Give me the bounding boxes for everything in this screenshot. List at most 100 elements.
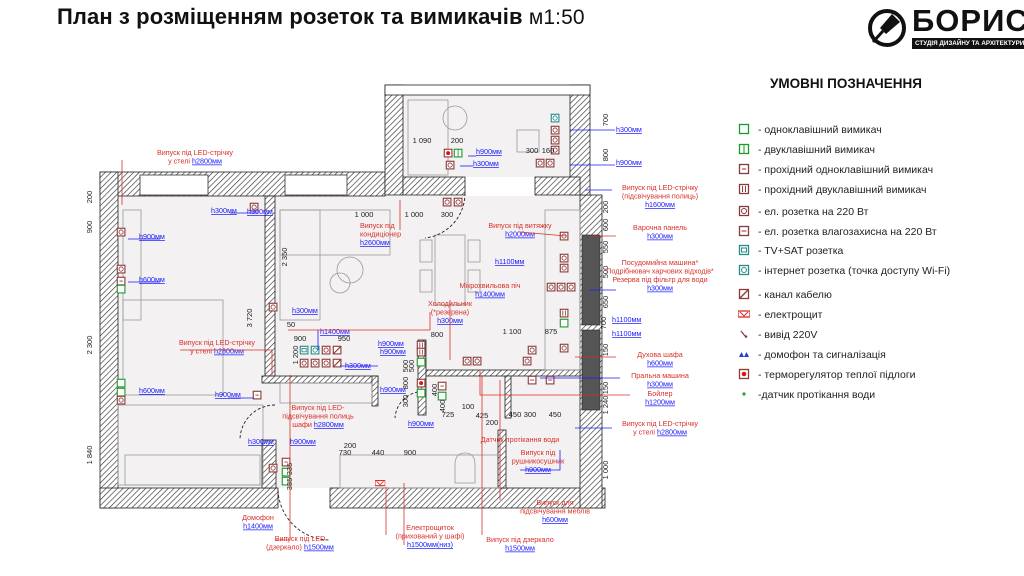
annotation-label: h300мм — [473, 159, 499, 168]
dimension-label: 1 200 — [291, 346, 300, 365]
annotation-line: h600мм — [647, 359, 673, 368]
annotation-line: Бойлер — [648, 389, 673, 398]
dimension-label: 730 — [339, 448, 352, 457]
annotation-line: h900мм — [476, 147, 502, 156]
annotation-label: Посудомийна машина*Подрібнювач харчових … — [606, 258, 714, 293]
dimension-label: 200 — [601, 201, 610, 214]
socket-220-icon — [462, 356, 472, 366]
brush-icon — [868, 9, 906, 47]
leader-line — [520, 450, 561, 471]
annotation-line: h900мм — [215, 390, 241, 399]
annotation-label: h300мм — [292, 306, 318, 315]
annotation-line: h900мм — [380, 347, 406, 356]
legend-item: - TV+SAT розетка — [738, 244, 843, 258]
dimension-label: 800 — [431, 330, 444, 339]
dimension-label: 2 300 — [85, 336, 94, 355]
legend-label: -датчик протікання води — [758, 389, 876, 401]
socket-220-icon — [522, 356, 532, 366]
annotation-line: Електрощиток — [406, 523, 455, 532]
logo-name: БОРИС — [912, 3, 1024, 38]
annotation-label: h600мм — [139, 386, 165, 395]
annotation-line: h1100мм — [612, 315, 641, 324]
dimension-label: 1 000 — [601, 461, 610, 480]
double-switch-icon — [453, 148, 463, 158]
leader-line — [479, 370, 630, 396]
legend-title: УМОВНІ ПОЗНАЧЕННЯ — [770, 76, 922, 91]
socket-220-icon — [527, 345, 537, 355]
title-scale: м1:50 — [528, 6, 585, 29]
legend-item: - ел. розетка на 220 Вт — [738, 205, 868, 219]
legend-item: - двуклавішний вимикач — [738, 143, 875, 157]
annotation-line: h1500мм — [505, 544, 535, 553]
single-switch-icon — [416, 388, 426, 398]
legend-label: - прохідний двуклавішний вимикач — [758, 184, 927, 196]
pass-single-switch-icon — [116, 276, 126, 286]
annotation-line: h300мм — [247, 207, 273, 216]
dimension-label: 500 — [407, 360, 416, 373]
dimension-label: 950 — [338, 334, 351, 343]
annotation-line: h1200мм — [645, 398, 675, 407]
socket-220-icon — [299, 358, 309, 368]
annotation-line: h1400мм — [243, 522, 273, 531]
dimension-label: 900 — [85, 221, 94, 234]
furniture — [117, 99, 581, 489]
upper-window — [384, 84, 591, 96]
dimension-label: 550 — [601, 241, 610, 254]
annotation-line: h900мм — [525, 465, 551, 474]
annotation-label: Електрощиток(прихований у шафі)h1500мм(н… — [396, 523, 465, 549]
single-switch-icon — [116, 387, 126, 397]
socket-220-icon — [535, 158, 545, 168]
socket-220-icon — [559, 263, 569, 273]
annotation-line: h600мм — [542, 515, 568, 524]
annotation-line: h300мм — [616, 125, 642, 134]
annotation-line: Духова шафа — [637, 350, 683, 359]
annotation-line: Мікрохвильова піч — [460, 281, 521, 290]
floor-thermostat-icon — [443, 148, 453, 158]
annotation-line: Випуск під — [521, 448, 556, 457]
legend-item: - електрощит — [738, 308, 822, 322]
annotation-line: Випуск під LED- — [291, 403, 345, 412]
socket-220-icon — [550, 135, 560, 145]
legend-label: - канал кабелю — [758, 289, 832, 301]
socket-220-icon — [545, 158, 555, 168]
single-switch-icon — [116, 284, 126, 294]
cable-channel-icon — [332, 345, 342, 355]
dimension-label: 3 720 — [245, 309, 254, 328]
logo-tagline: СТУДІЯ ДИЗАЙНУ ТА АРХІТЕКТУРИ — [912, 38, 1024, 49]
dimension-label: 500 — [401, 360, 410, 373]
annotation-line: Випуск під витяжку — [488, 221, 552, 230]
socket-220-icon — [559, 343, 569, 353]
annotation-label: Випуск під LED-підсвічування полицьшафи … — [282, 403, 354, 429]
annotation-label: h900мм — [616, 158, 642, 167]
socket-220-icon — [550, 145, 560, 155]
windows — [139, 174, 348, 196]
annotation-line: шафи h2800мм — [292, 420, 344, 429]
annotation-label: Випуск під LED(дзеркало) h1500мм — [266, 534, 334, 552]
legend-label: - домофон та сигналізація — [758, 349, 886, 361]
annotation-label: h900мм — [290, 437, 316, 446]
annotation-label: h900мм — [408, 419, 434, 428]
single-switch-icon — [116, 378, 126, 388]
annotation-line: h1100мм — [612, 329, 641, 338]
legend-item: - прохідний двуклавішний вимикач — [738, 183, 926, 197]
dimension-label: 440 — [372, 448, 385, 457]
socket-220-icon — [321, 345, 331, 355]
pass-double-switch-icon — [559, 308, 569, 318]
cable-channel-icon — [332, 358, 342, 368]
tv-sat-socket-icon — [299, 345, 309, 355]
annotation-label: h300мм — [616, 125, 642, 134]
dimension-label: 725 — [442, 410, 455, 419]
socket-220-icon — [453, 197, 463, 207]
single-switch-icon — [416, 357, 426, 367]
dimension-label: 450 — [549, 410, 562, 419]
dimension-label: 2 350 — [280, 248, 289, 267]
dimension-label: 300 — [526, 146, 539, 155]
